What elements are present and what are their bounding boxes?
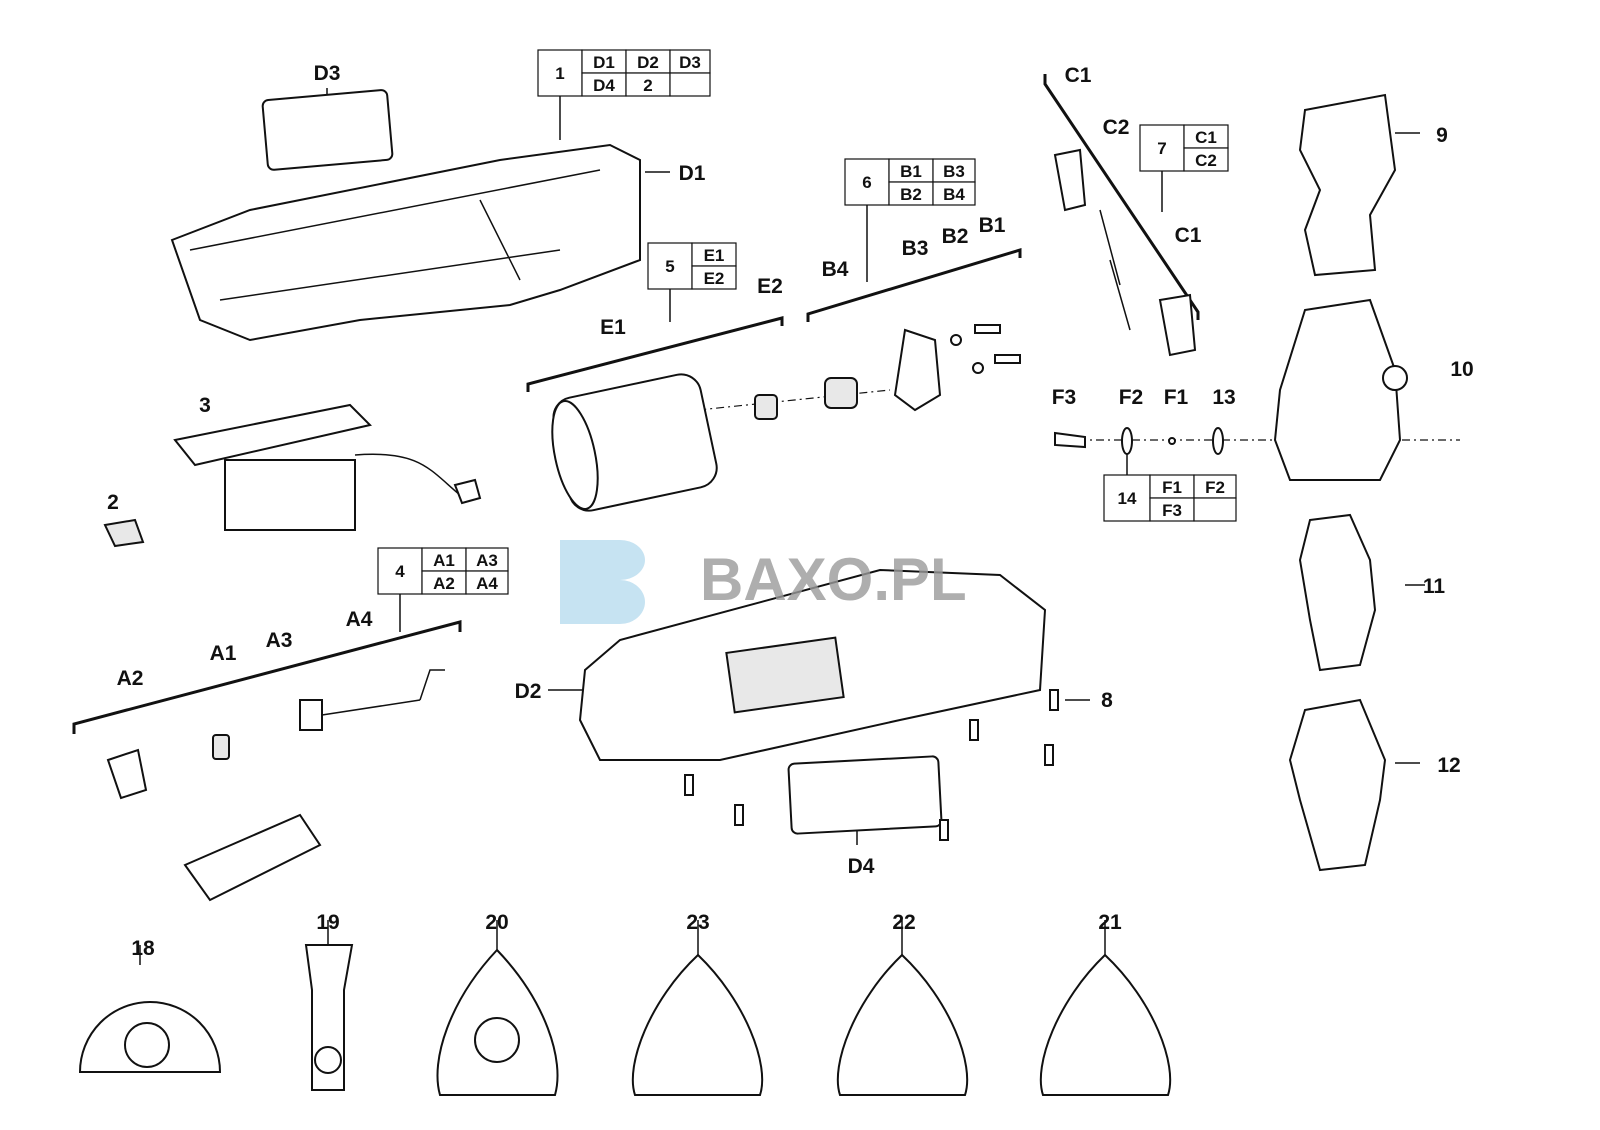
label-11: 11 [1423,575,1446,598]
lock-parts-c [1053,148,1197,357]
parts-table-6: 6 B1 B3 B2 B4 [844,158,976,206]
svg-text:B2: B2 [900,185,922,204]
svg-text:A2: A2 [433,574,455,593]
label-B1: B1 [979,214,1006,237]
svg-text:D2: D2 [637,53,659,72]
svg-text:14: 14 [1118,489,1137,508]
label-A2: A2 [117,667,144,690]
svg-text:A1: A1 [433,551,455,570]
parts-table-4: 4 A1 A3 A2 A4 [377,547,509,595]
housing-half-d2 [578,568,1047,835]
label-B2: B2 [942,225,969,248]
sanding-sheet-22 [836,953,969,1096]
label-10: 10 [1450,358,1473,381]
label-13: 13 [1212,386,1235,409]
sanding-sheet-23 [631,953,764,1096]
label-F3: F3 [1052,386,1077,409]
label-C1: C1 [1175,224,1202,247]
fasteners-f [1054,427,1224,455]
label-D3: D3 [314,62,341,85]
watermark-text: BAXO.PL [700,546,967,613]
label-d3 [261,89,394,171]
svg-text:B4: B4 [943,185,965,204]
parts-table-14: 14 F1 F2 F3 [1103,474,1237,522]
svg-text:5: 5 [665,257,674,276]
parts-table-7: 7 C1 C2 [1139,124,1229,172]
svg-text:C1: C1 [1195,128,1217,147]
accessory-blades [78,920,1172,1096]
label-D4: D4 [848,855,875,878]
parts-table-5: 5 E1 E2 [647,242,737,290]
label-9: 9 [1436,124,1448,147]
label-d4 [787,755,943,835]
label-F1: F1 [1164,386,1189,409]
label-F2: F2 [1119,386,1144,409]
label-23: 23 [686,911,709,934]
svg-text:E2: E2 [704,269,725,288]
svg-text:F2: F2 [1205,478,1225,497]
label-22: 22 [892,911,915,934]
head-11 [1298,513,1377,672]
baxo-watermark: BAXO.PL [560,540,967,624]
label-C2: C2 [1103,116,1130,139]
svg-text:C2: C2 [1195,151,1217,170]
svg-text:F3: F3 [1162,501,1182,520]
label-E1: E1 [600,316,626,339]
svg-text:E1: E1 [704,246,725,265]
attachment-heads [1273,93,1408,872]
housing-half-d1 [170,89,641,342]
label-21: 21 [1098,911,1122,934]
pinion-e2 [754,394,778,420]
head-12 [1288,698,1387,872]
svg-text:D3: D3 [679,53,701,72]
parts-table-1: 1 D1 D2 D3 D4 2 [537,49,711,97]
svg-text:4: 4 [395,562,405,581]
part-2 [103,518,145,548]
label-A4: A4 [346,608,373,631]
label-E2: E2 [757,275,783,298]
latch-parts-a [106,669,445,902]
label-20: 20 [485,911,508,934]
svg-text:D1: D1 [593,53,615,72]
label-B4: B4 [822,258,849,281]
label-18: 18 [131,937,155,960]
svg-text:B3: B3 [943,162,965,181]
svg-text:A4: A4 [476,574,498,593]
switch-board-3 [103,403,482,548]
drill-chuck-9 [1298,93,1397,277]
svg-text:A3: A3 [476,551,498,570]
motor-e1 [551,373,778,512]
svg-text:D4: D4 [593,76,615,95]
screws-8 [684,689,1059,841]
svg-text:2: 2 [643,76,652,95]
label-D2: D2 [515,680,542,703]
label-12: 12 [1437,754,1460,777]
head-10 [1273,298,1402,481]
svg-text:1: 1 [555,64,564,83]
label-19: 19 [316,911,339,934]
svg-text:F1: F1 [1162,478,1182,497]
label-A3: A3 [266,629,293,652]
svg-text:6: 6 [862,173,871,192]
label-B3: B3 [902,237,929,260]
label-3: 3 [199,394,211,417]
label-C1: C1 [1065,64,1092,87]
svg-text:7: 7 [1157,139,1166,158]
sanding-sheet-21 [1039,953,1172,1096]
gear-parts-b [824,324,1021,412]
baxo-logo-icon [560,540,645,624]
label-2: 2 [107,491,119,514]
label-A1: A1 [210,642,237,665]
callout-labels: D3 D1 C1 C2 9 C1 B1 B2 B3 B4 E2 E1 3 2 F… [107,62,1474,960]
svg-text:B1: B1 [900,162,922,181]
label-D1: D1 [679,162,706,185]
label-8: 8 [1101,689,1113,712]
